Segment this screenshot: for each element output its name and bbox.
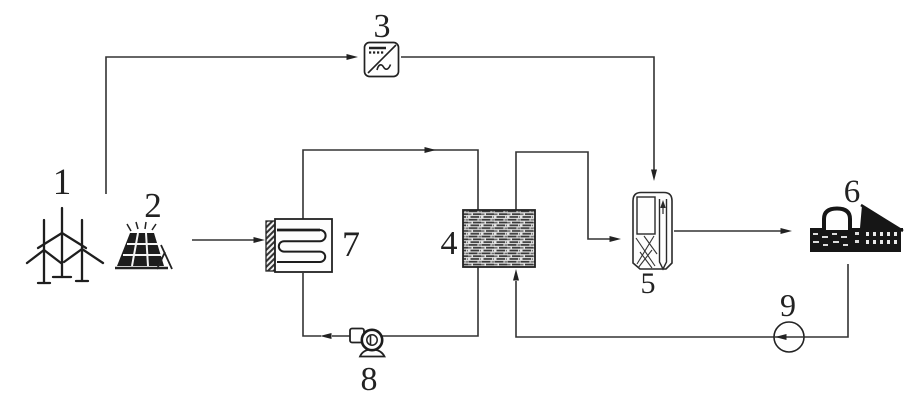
svg-text:5: 5 [641, 267, 656, 300]
svg-text:8: 8 [361, 361, 378, 398]
svg-text:1: 1 [53, 162, 72, 203]
svg-text:3: 3 [374, 8, 391, 45]
svg-text:9: 9 [780, 287, 796, 323]
svg-text:7: 7 [342, 224, 360, 264]
svg-text:4: 4 [441, 225, 458, 262]
svg-text:6: 6 [844, 174, 861, 210]
svg-text:2: 2 [144, 186, 162, 225]
